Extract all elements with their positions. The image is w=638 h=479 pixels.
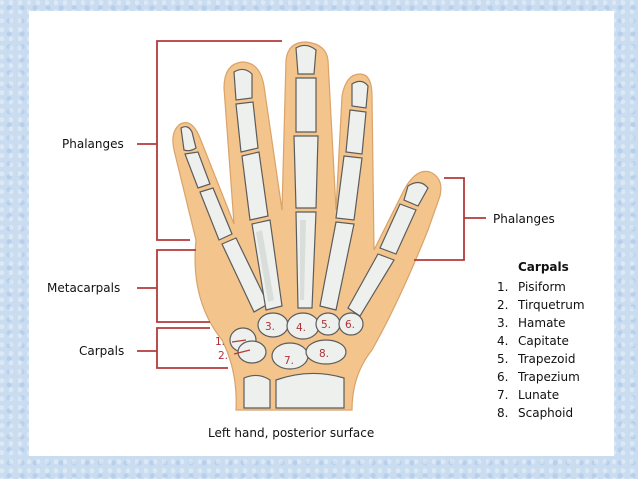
bone-number-8: 8. [319,348,329,360]
index-finger-middle [345,109,367,155]
legend-item: 7. Lunate [497,388,559,402]
radius-head [275,372,345,409]
legend-item: 8. Scaphoid [497,406,573,420]
label-carpals-left: Carpals [79,344,124,358]
legend-title: Carpals [518,260,569,274]
svg-text:4.: 4. [497,334,508,348]
legend-item: 4. Capitate [497,334,569,348]
label-metacarpals: Metacarpals [47,281,120,295]
legend-item: 2. Tirquetrum [497,298,585,312]
bone-number-labels: 1. 2. 3. 4. 5. 6. 7. 8. [215,319,355,367]
middle-finger-distal [295,44,317,75]
svg-text:3.: 3. [497,316,508,330]
little-finger-proximal [199,187,233,241]
label-brackets [137,40,486,369]
svg-text:Tirquetrum: Tirquetrum [517,298,585,312]
legend-item: 1. Pisiform [497,280,566,294]
bone-number-1: 1. [215,336,225,348]
index-finger-proximal [335,155,363,221]
phalanx-bones [180,44,429,255]
legend-item: 3. Hamate [497,316,566,330]
svg-text:2.: 2. [497,298,508,312]
ring-finger-proximal [241,151,269,221]
ring-finger-middle [235,101,259,153]
svg-text:1.: 1. [497,280,508,294]
metacarpal-bones [221,211,395,317]
label-phalanges-left: Phalanges [62,137,124,151]
thumb-proximal [379,203,417,255]
bone-number-5: 5. [321,319,331,331]
ulna-head [243,374,271,409]
svg-text:Capitate: Capitate [518,334,569,348]
ring-finger-distal [233,68,253,101]
bone-number-6: 6. [345,319,355,331]
svg-text:Trapezium: Trapezium [517,370,580,384]
bone-number-2: 2. [218,350,228,362]
index-finger-distal [351,80,369,109]
svg-text:5.: 5. [497,352,508,366]
svg-text:7.: 7. [497,388,508,402]
label-phalanges-right: Phalanges [493,212,555,226]
svg-text:Hamate: Hamate [518,316,566,330]
carpals-legend: Carpals 1. Pisiform 2. Tirquetrum 3. Ham… [497,260,585,420]
carpal-bones [229,312,364,409]
bone-number-4: 4. [296,322,306,334]
legend-item: 5. Trapezoid [497,352,575,366]
middle-finger-middle [295,77,317,133]
little-finger-middle [184,151,211,189]
little-finger-distal [180,126,197,152]
svg-text:Scaphoid: Scaphoid [518,406,573,420]
svg-text:6.: 6. [497,370,508,384]
middle-finger-proximal [293,135,319,209]
svg-text:8.: 8. [497,406,508,420]
caption: Left hand, posterior surface [208,426,374,440]
thumb-distal [403,181,429,207]
bone-number-7: 7. [284,355,294,367]
side-labels: Phalanges Metacarpals Carpals Phalanges … [47,137,555,440]
bone-number-3: 3. [265,321,275,333]
legend-item: 6. Trapezium [497,370,580,384]
svg-text:Trapezoid: Trapezoid [517,352,575,366]
svg-text:Lunate: Lunate [518,388,559,402]
svg-text:Pisiform: Pisiform [518,280,566,294]
